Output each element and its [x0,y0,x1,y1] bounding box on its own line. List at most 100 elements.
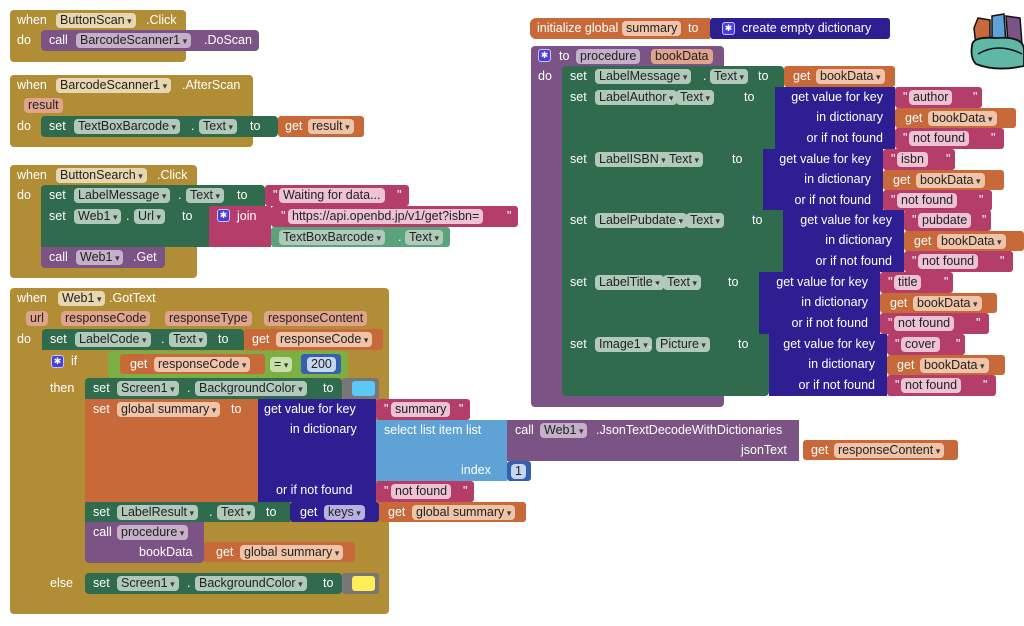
get-bookdata-block[interactable]: get bookData [887,355,1005,375]
string-value[interactable]: pubdate [918,213,972,228]
string-value[interactable]: author [909,90,953,105]
get-bookdata-block[interactable]: get bookData [784,66,895,87]
string-not-found[interactable]: " not found " [895,128,1004,149]
component-dropdown[interactable]: LabelResult [117,505,199,520]
number-value[interactable]: 200 [307,357,336,372]
string-value[interactable]: cover [901,337,940,352]
param-responsecode[interactable]: responseCode [61,311,151,326]
get-bookdata-block[interactable]: get bookData [880,293,997,313]
get-responsecode-block[interactable]: get responseCode [244,329,383,350]
gear-icon[interactable]: ✱ [538,49,551,62]
component-dropdown[interactable]: TextBoxBarcode [74,119,181,134]
get-value-for-key-block[interactable]: get value for key in dictionary or if no… [763,149,883,211]
get-bookdata-block[interactable]: get bookData [895,108,1016,128]
call-web1-get-block[interactable]: call Web1 .Get [41,247,165,268]
property-dropdown[interactable]: Picture [656,337,710,352]
initialize-global-block[interactable]: initialize global summary to [530,18,710,39]
variable-dropdown[interactable]: bookData [928,111,997,126]
variable-dropdown[interactable]: global summary [240,545,344,560]
global-name-field[interactable]: summary [622,21,682,36]
set-screen1-bg-else-block[interactable]: set Screen1 . BackgroundColor to [85,573,342,594]
property-dropdown[interactable]: Text [663,275,701,290]
param-result[interactable]: result [24,98,63,113]
string-value[interactable]: Waiting for data... [279,188,385,203]
component-dropdown[interactable]: Screen1 [117,381,179,396]
get-responsecontent-block[interactable]: get responseContent [803,440,958,460]
property-dropdown[interactable]: Text [686,213,724,228]
component-dropdown[interactable]: LabelISBN [595,152,670,167]
number-value[interactable]: 1 [511,464,526,479]
string-value[interactable]: not found [897,193,958,208]
set-screen1-bg-block[interactable]: set Screen1 . BackgroundColor to [85,378,342,399]
component-dropdown[interactable]: LabelAuthor [595,90,678,105]
gear-icon[interactable]: ✱ [217,209,230,222]
component-dropdown[interactable]: LabelPubdate [595,213,688,228]
string-value[interactable]: isbn [897,152,928,167]
procedure-name-field[interactable]: procedure [576,49,641,64]
set-property-block[interactable]: set LabelPubdate . Text to [562,210,783,272]
component-dropdown[interactable]: LabelMessage [595,69,692,84]
set-property-block[interactable]: set LabelAuthor . Text to [562,87,775,149]
component-dropdown[interactable]: BarcodeScanner1 [76,33,192,48]
get-value-for-key-block[interactable]: get value for key in dictionary or if no… [258,399,376,502]
variable-dropdown[interactable]: responseCode [276,332,373,347]
component-dropdown[interactable]: ButtonSearch [56,168,147,183]
create-empty-dictionary-block[interactable]: ✱ create empty dictionary [710,18,890,39]
string-url[interactable]: " https://api.openbd.jp/v1/get?isbn= " [271,206,518,227]
get-global-summary-block[interactable]: get global summary [204,542,355,562]
get-value-for-key-block[interactable]: get value for key in dictionary or if no… [783,210,904,272]
set-labelcode-block[interactable]: set LabelCode . Text to [42,329,244,350]
component-dropdown[interactable]: LabelMessage [74,188,171,203]
color-block[interactable] [342,378,379,399]
property-dropdown[interactable]: Text [217,505,255,520]
get-bookdata-block[interactable]: get bookData [904,231,1024,251]
get-global-summary-block[interactable]: get global summary [379,502,526,522]
string-key[interactable]: " title " [880,272,953,293]
string-not-found[interactable]: " not found " [880,313,989,334]
property-dropdown[interactable]: Text [710,69,748,84]
keys-dropdown[interactable]: keys [324,505,365,520]
get-value-for-key-block[interactable]: get value for key in dictionary or if no… [759,272,880,334]
property-dropdown[interactable]: Text [665,152,703,167]
string-waiting[interactable]: " Waiting for data... " [265,185,409,206]
string-not-found[interactable]: " not found " [883,190,992,211]
get-keys-block[interactable]: get keys [290,502,379,522]
component-dropdown[interactable]: ButtonScan [56,13,136,28]
property-dropdown[interactable]: Text [405,230,443,245]
color-swatch-yellow[interactable] [352,576,375,591]
number-block[interactable]: 1 [507,461,531,481]
operator-dropdown[interactable]: = [270,357,293,372]
color-block[interactable] [342,573,379,594]
string-value[interactable]: summary [391,402,451,417]
set-labelmessage-block[interactable]: set LabelMessage . Text to [41,185,265,206]
color-swatch-blue[interactable] [352,381,375,396]
string-summary[interactable]: " summary " [376,399,470,420]
string-not-found[interactable]: " not found " [376,481,474,502]
variable-dropdown[interactable]: responseCode [154,357,251,372]
property-dropdown[interactable]: BackgroundColor [195,381,307,396]
component-dropdown[interactable]: BarcodeScanner1 [56,78,172,93]
variable-dropdown[interactable]: responseContent [834,443,945,458]
param-bookdata[interactable]: bookData [651,49,713,64]
string-value[interactable]: https://api.openbd.jp/v1/get?isbn= [288,209,484,224]
string-value[interactable]: not found [909,131,970,146]
param-url[interactable]: url [26,311,48,326]
set-labelresult-block[interactable]: set LabelResult . Text to [85,502,290,522]
backpack-icon[interactable] [968,6,1024,72]
get-result-block[interactable]: get result [278,116,364,137]
call-procedure-block[interactable]: call procedure bookData [85,522,204,563]
set-property-block[interactable]: set LabelISBN . Text to [562,149,763,211]
variable-dropdown[interactable]: bookData [816,69,885,84]
variable-dropdown[interactable]: result [308,119,354,134]
string-key[interactable]: " isbn " [883,149,955,170]
string-value[interactable]: not found [901,378,962,393]
variable-dropdown[interactable]: bookData [937,234,1006,249]
textboxbarcode-text-getter[interactable]: TextBoxBarcode . Text [271,227,450,247]
component-dropdown[interactable]: Web1 [74,209,122,224]
component-dropdown[interactable]: Screen1 [117,576,179,591]
string-key[interactable]: " cover " [887,334,965,355]
procedure-dropdown[interactable]: procedure [117,525,189,540]
get-value-for-key-block[interactable]: get value for key in dictionary or if no… [775,87,895,149]
string-value[interactable]: not found [918,254,979,269]
call-doscan-block[interactable]: call BarcodeScanner1 .DoScan [41,30,259,51]
